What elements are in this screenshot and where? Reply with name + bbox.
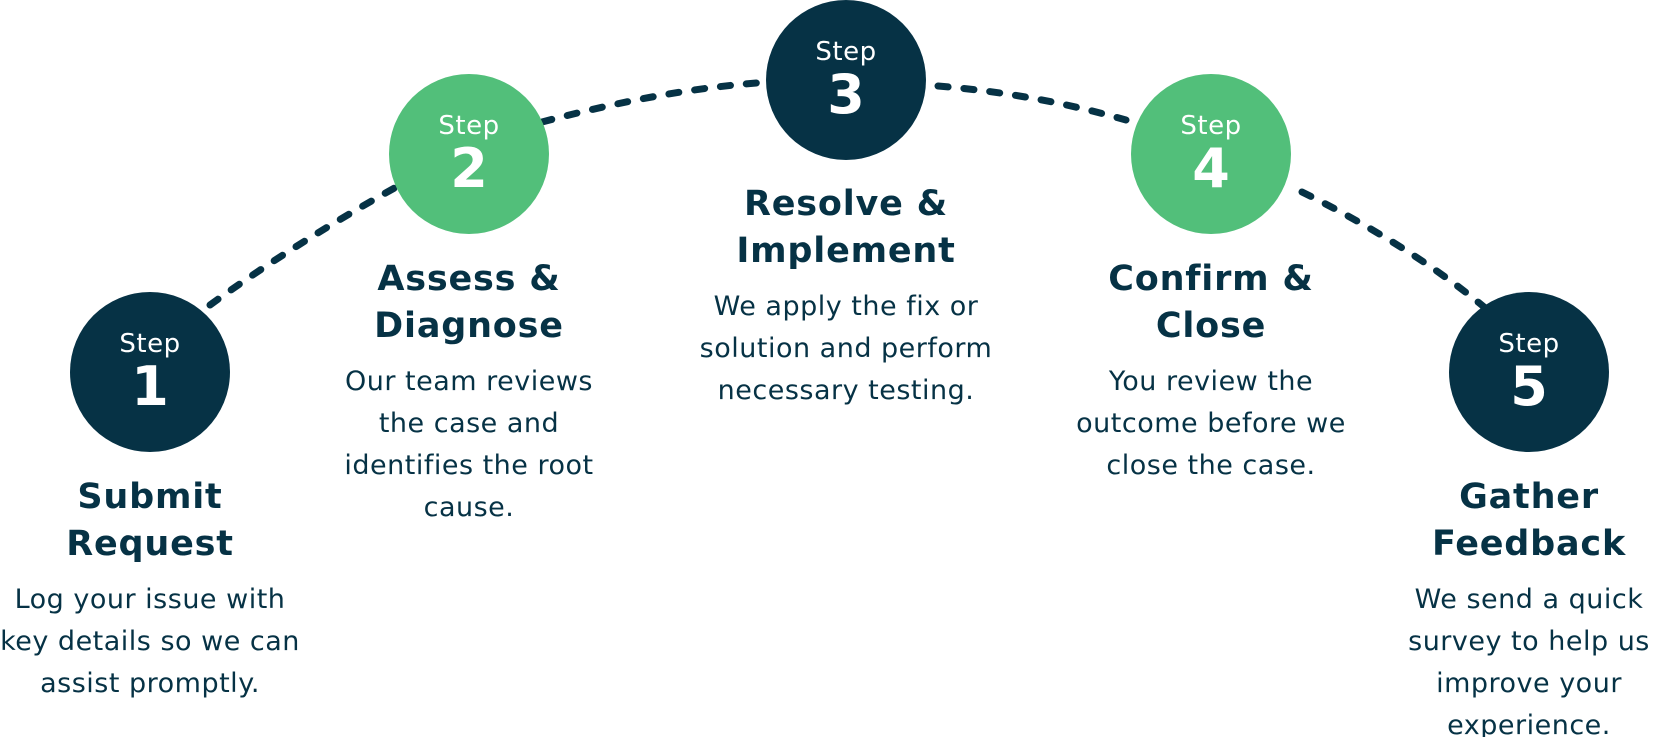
step-1-description-line: Log your issue with [14, 584, 286, 615]
step-3-text: Resolve & Implement We apply the fix or … [691, 181, 1001, 412]
step-5-title-line: Gather [1459, 477, 1599, 517]
step-4-title-line: Confirm & [1108, 259, 1314, 299]
dashed-connector-1-2 [206, 182, 402, 309]
step-5-text: Gather Feedback We send a quick survey t… [1374, 474, 1674, 737]
step-1-description-line: assist promptly. [40, 668, 260, 699]
step-2-title-line: Diagnose [374, 306, 564, 346]
step-3-circle: Step 3 [766, 0, 926, 160]
dashed-connector-2-3 [538, 78, 774, 126]
step-5-circle: Step 5 [1449, 292, 1609, 452]
dashed-connector-3-4 [934, 82, 1130, 124]
step-1-label: Step [119, 329, 181, 359]
step-5-title: Gather Feedback [1374, 474, 1674, 568]
step-2-description: Our team reviews the case and identifies… [314, 361, 624, 529]
step-5-description-line: We send a quick [1414, 584, 1644, 615]
step-5-description: We send a quick survey to help us improv… [1374, 579, 1674, 737]
step-2-text: Assess & Diagnose Our team reviews the c… [314, 256, 624, 529]
step-3-description-line: We apply the fix or [713, 291, 979, 322]
step-3-title-line: Resolve & [743, 184, 949, 224]
step-3-label: Step [815, 37, 877, 67]
step-2-description-line: cause. [423, 492, 515, 523]
step-2-description-line: identifies the root [344, 450, 594, 481]
step-5-number: 5 [1510, 355, 1548, 418]
step-1-number: 1 [131, 355, 169, 418]
step-3-title-line: Implement [736, 231, 956, 271]
step-1-description-line: key details so we can [0, 626, 300, 657]
step-3-description-line: solution and perform [699, 333, 993, 364]
step-3-description: We apply the fix or solution and perform… [691, 286, 1001, 412]
step-1-text: Submit Request Log your issue with key d… [0, 474, 305, 705]
step-4-text: Confirm & Close You review the outcome b… [1056, 256, 1366, 487]
step-2-circle: Step 2 [389, 74, 549, 234]
step-2-title: Assess & Diagnose [314, 256, 624, 350]
step-5-title-line: Feedback [1431, 524, 1627, 564]
step-4-description-line: You review the [1108, 366, 1314, 397]
dashed-connector-4-5 [1298, 188, 1494, 316]
step-4-description-line: outcome before we [1076, 408, 1346, 439]
step-2-title-line: Assess & [377, 259, 561, 299]
step-4-label: Step [1180, 111, 1242, 141]
step-4-number: 4 [1192, 137, 1230, 200]
step-2-description-line: Our team reviews [344, 366, 594, 397]
step-1-title-line: Request [66, 524, 234, 564]
step-4-description: You review the outcome before we close t… [1056, 361, 1366, 487]
step-1-title-line: Submit [77, 477, 223, 517]
step-3-description-line: necessary testing. [717, 375, 975, 406]
step-1-circle: Step 1 [70, 292, 230, 452]
step-4-circle: Step 4 [1131, 74, 1291, 234]
step-2-label: Step [438, 111, 500, 141]
step-1-title: Submit Request [0, 474, 305, 568]
step-3-title: Resolve & Implement [691, 181, 1001, 275]
step-4-title-line: Close [1155, 306, 1267, 346]
step-4-description-line: close the case. [1106, 450, 1316, 481]
step-5-description-line: survey to help us [1408, 626, 1650, 657]
step-5-description-line: improve your [1436, 668, 1622, 699]
step-5-description-line: experience. [1447, 710, 1611, 737]
step-3-number: 3 [827, 63, 865, 126]
step-2-description-line: the case and [378, 408, 560, 439]
step-5-label: Step [1498, 329, 1560, 359]
step-4-title: Confirm & Close [1056, 256, 1366, 350]
step-2-number: 2 [450, 137, 488, 200]
step-1-description: Log your issue with key details so we ca… [0, 579, 305, 705]
